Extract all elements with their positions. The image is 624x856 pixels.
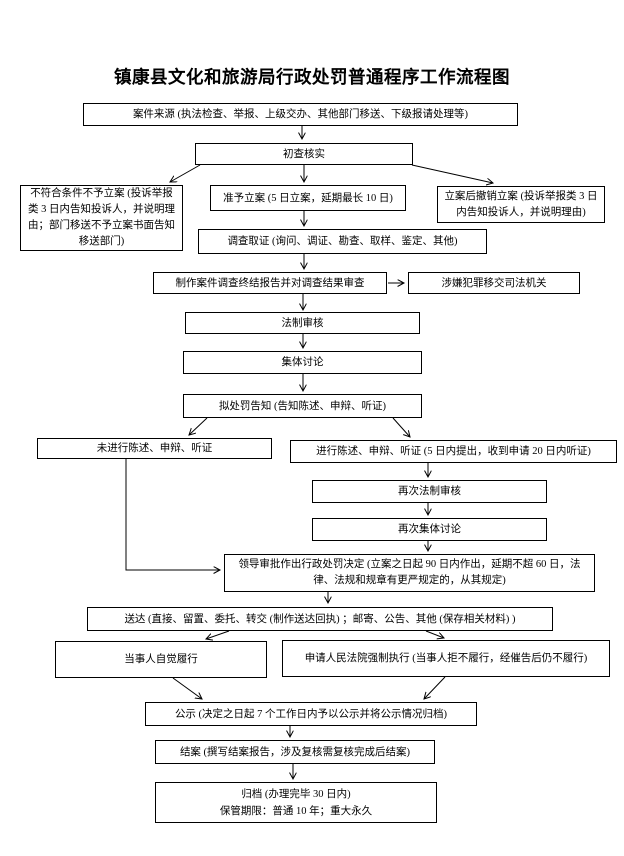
node-voluntary-label: 当事人自觉履行 xyxy=(124,654,198,665)
node-legal-review: 法制审核 xyxy=(185,312,420,334)
node-investigation-label: 调查取证 (询问、调证、勘查、取样、鉴定、其他) xyxy=(227,236,458,247)
node-decision: 领导审批作出行政处罚决定 (立案之日起 90 日内作出，延期不超 60 日，法律… xyxy=(224,554,595,592)
node-transfer-judicial-label: 涉嫌犯罪移交司法机关 xyxy=(441,277,547,289)
node-archiving: 归档 (办理完毕 30 日内) 保管期限：普通 10 年；重大永久 xyxy=(155,782,437,823)
node-court-enforcement: 申请人民法院强制执行 (当事人拒不履行，经催告后仍不履行) xyxy=(282,640,610,677)
node-case-source-label: 案件来源 (执法检查、举报、上级交办、其他部门移送、下级报请处理等) xyxy=(132,109,469,120)
node-archiving-line2: 保管期限：普通 10 年；重大永久 xyxy=(219,805,373,817)
page-title: 镇康县文化和旅游局行政处罚普通程序工作流程图 xyxy=(114,67,510,87)
node-final-report: 制作案件调查终结报告并对调查结果审查 xyxy=(153,272,387,294)
node-second-legal-review: 再次法制审核 xyxy=(312,480,547,503)
node-no-statement-label: 未进行陈述、申辩、听证 xyxy=(96,443,213,454)
node-publicity: 公示 (决定之日起 7 个工作日内予以公示并将公示情况归档) xyxy=(145,702,477,726)
arrow-service-to-court xyxy=(425,630,444,638)
node-second-legal-review-label: 再次法制审核 xyxy=(398,486,461,497)
node-penalty-notice: 拟处罚告知 (告知陈述、申辩、听证) xyxy=(183,394,422,418)
node-revoke-filing-label: 立案后撤销立案 (投诉举报类 3 日内告知投诉人，并说明理由) xyxy=(444,190,598,218)
node-archiving-content: 归档 (办理完毕 30 日内) 保管期限：普通 10 年；重大永久 xyxy=(160,786,432,820)
arrow-court-to-publicity xyxy=(424,676,446,699)
node-initial-check-label: 初查核实 xyxy=(283,148,325,160)
node-investigation: 调查取证 (询问、调证、勘查、取样、鉴定、其他) xyxy=(198,229,487,254)
node-publicity-label: 公示 (决定之日起 7 个工作日内予以公示并将公示情况归档) xyxy=(174,708,448,720)
node-service-label: 送达 (直接、留置、委托、转交 (制作送达回执) ；邮寄、公告、其他 (保存相关… xyxy=(124,613,516,625)
node-group-discussion-label: 集体讨论 xyxy=(281,357,324,368)
node-not-filed: 不符合条件不予立案 (投诉举报类 3 日内告知投诉人，并说明理由；部门移送不予立… xyxy=(20,185,183,251)
node-court-enforcement-label: 申请人民法院强制执行 (当事人拒不履行，经催告后仍不履行) xyxy=(304,653,588,664)
node-approve-filing-label: 准予立案 (5 日立案，延期最长 10 日) xyxy=(223,192,393,204)
node-group-discussion: 集体讨论 xyxy=(183,351,422,374)
node-transfer-judicial: 涉嫌犯罪移交司法机关 xyxy=(408,272,580,294)
arrow-initial-to-notfiled xyxy=(170,164,201,182)
node-legal-review-label: 法制审核 xyxy=(281,317,324,329)
node-statement: 进行陈述、申辩、听证 (5 日内提出，收到申请 20 日内听证) xyxy=(290,440,617,463)
node-approve-filing: 准予立案 (5 日立案，延期最长 10 日) xyxy=(210,185,406,211)
node-service: 送达 (直接、留置、委托、转交 (制作送达回执) ；邮寄、公告、其他 (保存相关… xyxy=(87,607,553,631)
node-second-discussion: 再次集体讨论 xyxy=(312,518,547,541)
node-initial-check: 初查核实 xyxy=(195,143,413,165)
node-decision-label: 领导审批作出行政处罚决定 (立案之日起 90 日内作出，延期不超 60 日，法律… xyxy=(238,559,581,586)
node-revoke-filing: 立案后撤销立案 (投诉举报类 3 日内告知投诉人，并说明理由) xyxy=(437,186,605,223)
arrow-nostatement-to-decision xyxy=(125,459,220,570)
node-final-report-label: 制作案件调查终结报告并对调查结果审查 xyxy=(175,277,365,289)
node-archiving-line1: 归档 (办理完毕 30 日内) xyxy=(241,788,351,800)
node-case-source: 案件来源 (执法检查、举报、上级交办、其他部门移送、下级报请处理等) xyxy=(83,103,518,126)
node-second-discussion-label: 再次集体讨论 xyxy=(398,524,461,535)
node-no-statement: 未进行陈述、申辩、听证 xyxy=(37,438,272,459)
node-voluntary: 当事人自觉履行 xyxy=(55,641,267,678)
node-case-closure-label: 结案 (撰写结案报告，涉及复核需复核完成后结案) xyxy=(179,746,411,758)
node-statement-label: 进行陈述、申辩、听证 (5 日内提出，收到申请 20 日内听证) xyxy=(316,446,591,457)
arrow-initial-to-revoke xyxy=(411,164,493,183)
node-case-closure: 结案 (撰写结案报告，涉及复核需复核完成后结案) xyxy=(155,740,435,764)
arrow-service-to-voluntary xyxy=(206,630,230,639)
node-penalty-notice-label: 拟处罚告知 (告知陈述、申辩、听证) xyxy=(218,400,387,412)
arrow-notice-to-statement xyxy=(392,417,410,437)
node-not-filed-label: 不符合条件不予立案 (投诉举报类 3 日内告知投诉人，并说明理由；部门移送不予立… xyxy=(28,188,175,247)
arrow-voluntary-to-publicity xyxy=(172,677,202,699)
arrow-notice-to-nostatement xyxy=(189,417,208,435)
